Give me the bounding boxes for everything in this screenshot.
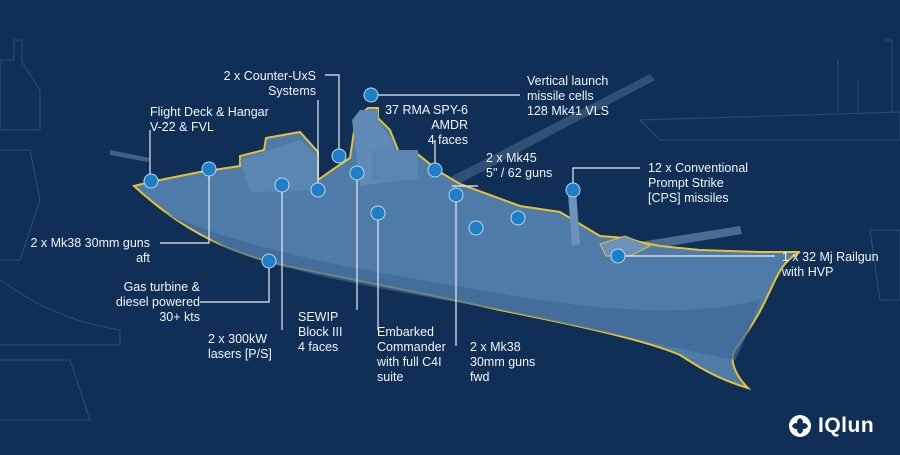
leader-lines	[149, 74, 775, 346]
brand-logo: IQlun	[788, 414, 874, 438]
leader-counter-uxs-top	[325, 74, 340, 155]
label-mk38-aft: 2 x Mk38 30mm guns aft	[30, 236, 151, 265]
marker-c4i[interactable]	[370, 205, 386, 221]
background-ship-left	[0, 39, 121, 421]
marker-counter-uxs[interactable]	[310, 182, 326, 198]
leader-cps	[572, 167, 640, 188]
launch-streak	[445, 74, 655, 186]
superstructure	[240, 140, 318, 192]
label-cps: 12 x Conventional Prompt Strike [CPS] mi…	[648, 161, 749, 205]
label-propulsion: Gas turbine & diesel powered 30+ kts	[115, 280, 200, 324]
background-ship-right	[638, 39, 900, 301]
hull-shade	[160, 210, 760, 360]
markers	[143, 87, 626, 269]
marker-railgun[interactable]	[610, 248, 626, 264]
marker-mk38-fwd[interactable]	[448, 187, 464, 203]
label-counter-uxs: 2 x Counter-UxS Systems	[223, 69, 316, 98]
marker-mk45-b[interactable]	[510, 210, 526, 226]
railgun-streak	[640, 226, 742, 250]
label-c4i: Embarked Commander with full C4I suite	[377, 325, 446, 384]
marker-cps[interactable]	[565, 182, 581, 198]
label-sewip: SEWIP Block III 4 faces	[298, 310, 343, 354]
marker-lasers[interactable]	[274, 177, 290, 193]
label-lasers: 2 x 300kW lasers [P/S]	[208, 332, 272, 361]
brand-name: IQlun	[818, 414, 875, 437]
cps-mast	[568, 190, 580, 246]
leader-propulsion	[200, 260, 270, 303]
label-railgun: 1 x 32 Mj Railgun with HVP	[782, 250, 879, 279]
marker-flight-deck[interactable]	[143, 173, 159, 189]
label-flight-deck: Flight Deck & Hangar V-22 & FVL	[150, 105, 269, 134]
marker-sewip[interactable]	[349, 165, 365, 181]
marker-vls[interactable]	[363, 87, 379, 103]
swirl-logo-icon	[789, 415, 811, 437]
label-spy6: 37 RMA SPY-6 AMDR 4 faces	[385, 103, 468, 147]
marker-spy6[interactable]	[427, 162, 443, 178]
label-vls: Vertical launch missile cells 128 Mk41 V…	[527, 74, 609, 118]
marker-counter-uxs-2[interactable]	[331, 148, 347, 164]
marker-mk45-a[interactable]	[468, 220, 484, 236]
label-mk45: 2 x Mk45 5" / 62 guns	[486, 151, 553, 180]
marker-mk38-aft[interactable]	[201, 161, 217, 177]
marker-propulsion[interactable]	[261, 253, 277, 269]
gun-streak	[110, 150, 150, 162]
vls-block	[372, 150, 418, 180]
label-mk38-fwd: 2 x Mk38 30mm guns fwd	[470, 340, 536, 384]
leader-mk38-aft	[160, 170, 210, 244]
